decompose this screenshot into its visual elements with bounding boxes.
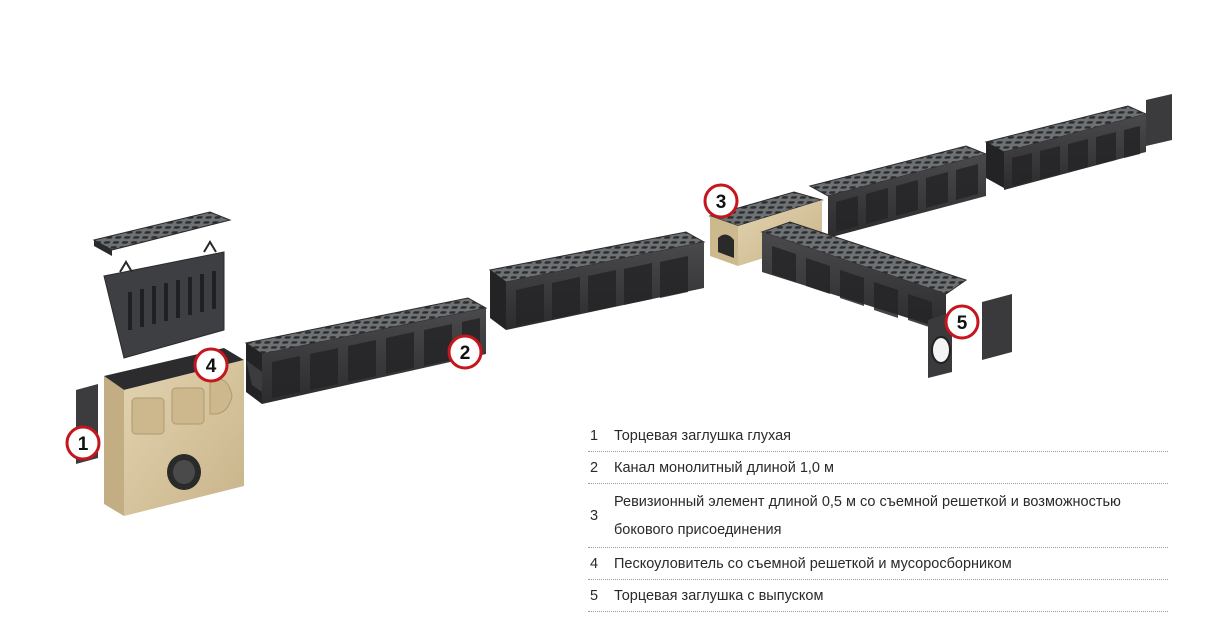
channel-side-branch: [762, 222, 966, 330]
callout-2-number: 2: [460, 343, 471, 364]
end-cap-icon: [1146, 94, 1172, 146]
debris-basket-icon: [104, 242, 224, 358]
channel-middle: [490, 232, 704, 330]
legend-text: Торцевая заглушка с выпуском: [614, 582, 1168, 610]
callout-5-number: 5: [957, 313, 968, 334]
legend-text: Канал монолитный длиной 1,0 м: [614, 454, 1168, 482]
callout-5: 5: [946, 306, 978, 338]
callout-2: 2: [449, 336, 481, 368]
legend-number: 3: [590, 508, 614, 524]
callout-4-number: 4: [206, 356, 217, 377]
channel-upper-right-2: [986, 94, 1172, 190]
legend-text: Торцевая заглушка глухая: [614, 422, 1168, 450]
legend-row: 3 Ревизионный элемент длиной 0,5 м со съ…: [588, 484, 1168, 548]
callout-3: 3: [705, 185, 737, 217]
legend-number: 4: [590, 556, 614, 572]
legend-row: 1 Торцевая заглушка глухая: [588, 420, 1168, 452]
legend-row: 2 Канал монолитный длиной 1,0 м: [588, 452, 1168, 484]
legend-number: 5: [590, 588, 614, 604]
legend-row: 5 Торцевая заглушка с выпуском: [588, 580, 1168, 612]
legend-row: 4 Пескоуловитель со съемной решеткой и м…: [588, 548, 1168, 580]
callout-3-number: 3: [716, 192, 727, 213]
callout-1-number: 1: [78, 434, 89, 455]
callout-4: 4: [195, 349, 227, 381]
grate-icon: [94, 212, 230, 256]
legend-text: Ревизионный элемент длиной 0,5 м со съем…: [614, 488, 1168, 544]
legend-number: 1: [590, 428, 614, 444]
callout-1: 1: [67, 427, 99, 459]
legend-text: Пескоуловитель со съемной решеткой и мус…: [614, 550, 1168, 578]
legend-number: 2: [590, 460, 614, 476]
legend-table: 1 Торцевая заглушка глухая 2 Канал монол…: [588, 420, 1168, 612]
channel-upper-right-1: [810, 146, 986, 238]
